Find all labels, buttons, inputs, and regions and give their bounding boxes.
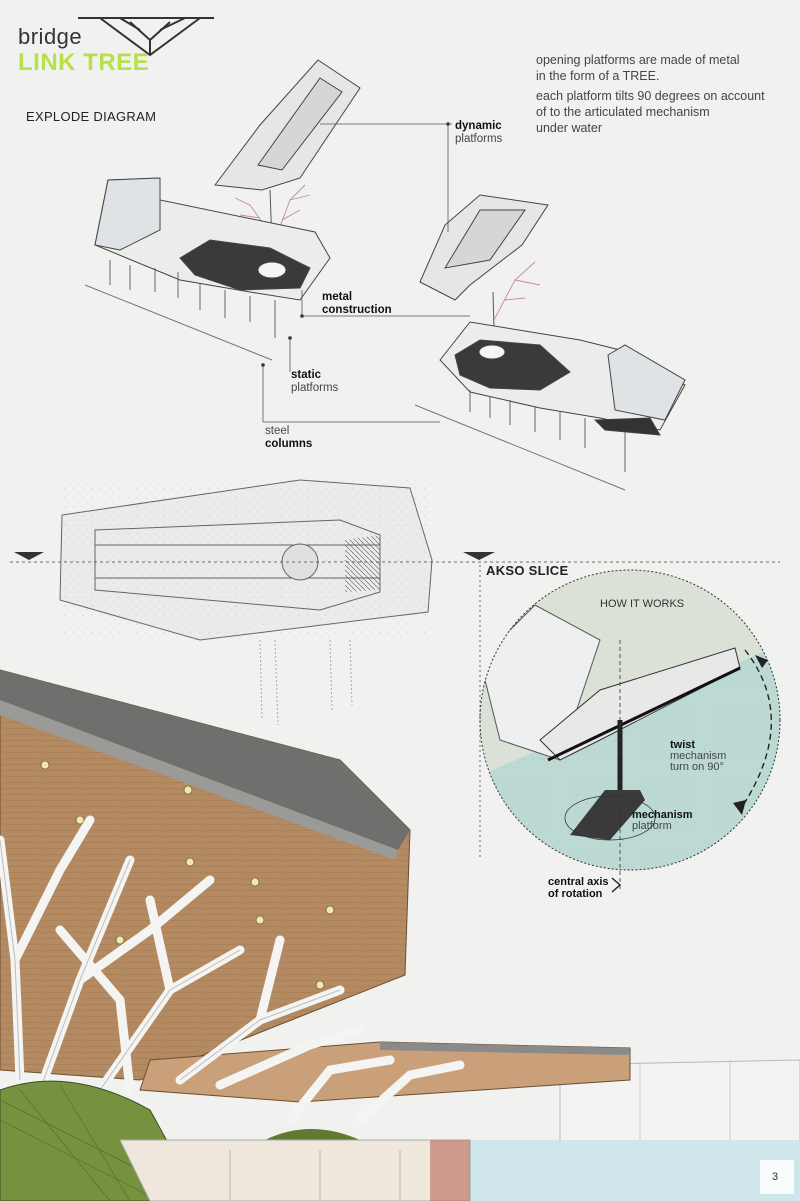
leader-lines [261,122,470,423]
title-line-2: LINK TREE [18,49,150,76]
explode-diagram-right [414,194,686,491]
section-line [10,552,780,563]
bridge-render [0,669,800,1201]
akso-subheading: HOW IT WORKS [600,598,685,610]
description-line: in the form of a TREE. [536,69,660,83]
label-dynamic-platforms: dynamic platforms [455,120,502,146]
label-metal-construction: metal construction [322,291,392,317]
description-line: under water [536,121,603,135]
page-number: 3 [772,1171,779,1183]
description-line: of to the articulated mechanism [536,105,710,119]
label-strong: twist [670,739,696,751]
description-line: each platform tilts 90 degrees on accoun… [536,89,765,103]
label-mechanism-platform: mechanism platform [632,810,693,832]
label-strong: construction [322,304,392,316]
title-line-1: bridge [18,24,83,49]
akso-slice-circle [479,565,781,893]
label-sub: platform [632,820,672,832]
label-strong: static [291,369,322,381]
label-sub: platforms [455,133,503,145]
label-strong: metal [322,291,353,303]
explode-heading: EXPLODE DIAGRAM [26,109,157,124]
label-sub: steel [265,425,290,437]
label-strong: central axis [548,876,609,888]
logo-tree-icon [78,17,214,57]
description-block-2: each platform tilts 90 degrees on accoun… [536,88,765,136]
label-static-platforms: static platforms [291,369,338,395]
label-twist-mechanism: twist mechanism turn on 90° [670,740,726,773]
label-steel-columns: steel columns [265,425,312,451]
plan-slab [59,479,433,726]
akso-heading: AKSO SLICE [486,563,569,578]
label-strong: of rotation [548,888,603,900]
label-strong: dynamic [455,120,502,132]
description-line: opening platforms are made of metal [536,53,740,67]
label-sub: mechanism [670,750,727,762]
label-strong: columns [265,438,313,450]
explode-diagram-left [84,59,361,361]
description-block-1: opening platforms are made of metal in t… [536,52,740,84]
label-sub: platforms [291,382,339,394]
label-sub: turn on 90° [670,761,724,773]
label-central-axis: central axis of rotation [548,876,609,900]
label-strong: mechanism [632,809,693,821]
